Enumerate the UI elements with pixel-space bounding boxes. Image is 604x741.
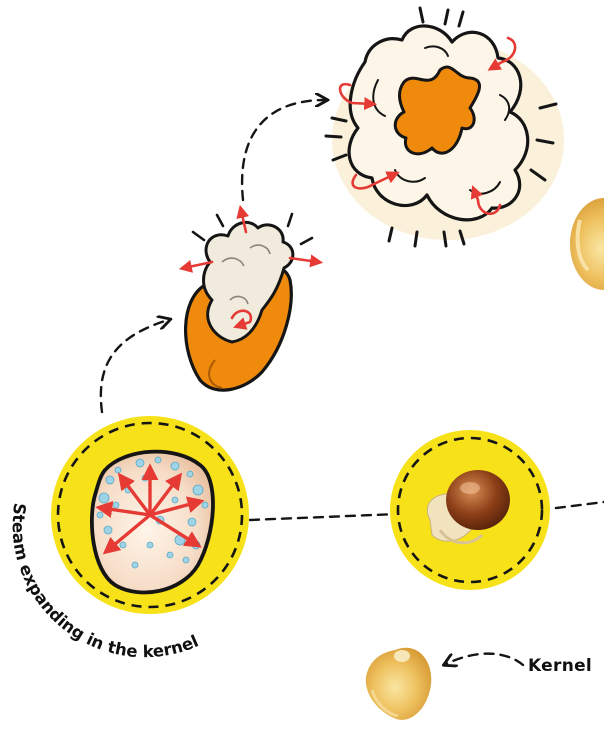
arrow-to-kernel: [446, 654, 523, 665]
steam-expanding-illustration: Steam expanding in the kernel: [9, 416, 252, 661]
arrow-to-popped: [242, 100, 325, 200]
half-popped-kernel: [184, 210, 318, 390]
popped-popcorn: [326, 8, 564, 246]
edge-kernel: [570, 198, 604, 290]
cracked-kernel-illustration: [390, 430, 550, 590]
kernel-label: Kernel: [528, 656, 592, 676]
arrow-to-half-popped: [101, 320, 168, 412]
raw-kernel: [366, 648, 431, 720]
connector-left-to-middle: [250, 514, 398, 520]
